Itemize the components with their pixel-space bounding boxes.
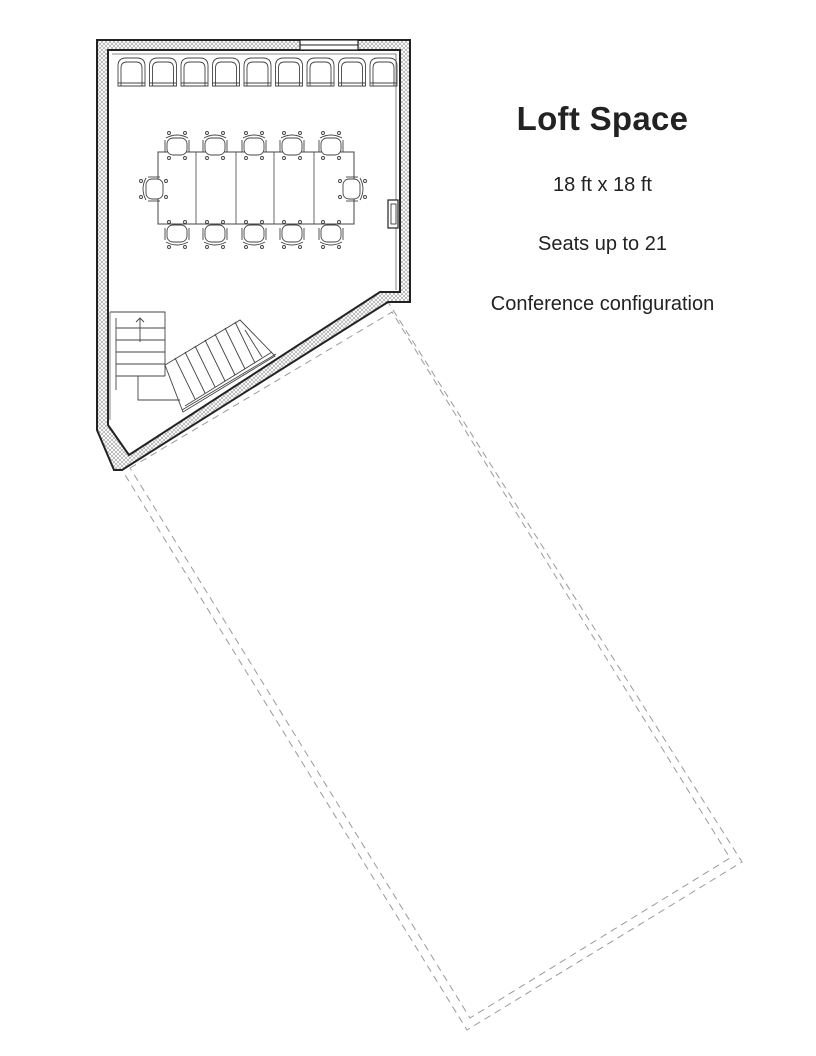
exterior-wall xyxy=(96,39,411,471)
chair xyxy=(318,131,344,160)
chair xyxy=(164,220,190,249)
chair xyxy=(241,131,267,160)
staircase xyxy=(110,311,277,413)
window xyxy=(299,39,359,51)
bench-seat xyxy=(275,57,303,87)
conference-table xyxy=(157,151,355,225)
bench-seat xyxy=(306,57,335,87)
bench-seating-row xyxy=(117,57,398,87)
chair xyxy=(338,176,367,202)
chair xyxy=(279,131,305,160)
chair xyxy=(164,131,190,160)
chair xyxy=(241,220,267,249)
chair xyxy=(139,176,168,202)
seating-capacity: Seats up to 21 xyxy=(538,233,667,255)
interior-wall-line xyxy=(112,53,397,290)
chair xyxy=(202,220,228,249)
chair xyxy=(318,220,344,249)
bench-seat xyxy=(117,57,146,87)
conference-chairs xyxy=(139,131,367,249)
bench-seat xyxy=(212,57,240,87)
bench-seat xyxy=(180,57,209,87)
bench-seat xyxy=(338,57,366,87)
bench-seat xyxy=(149,57,177,87)
page-title: Loft Space xyxy=(516,100,689,137)
room-configuration: Conference configuration xyxy=(490,293,715,315)
bench-seat xyxy=(369,57,398,87)
chair xyxy=(202,131,228,160)
room-dimensions: 18 ft x 18 ft xyxy=(553,174,652,196)
wall-fixture xyxy=(387,199,399,229)
chair xyxy=(279,220,305,249)
bench-seat xyxy=(243,57,272,87)
